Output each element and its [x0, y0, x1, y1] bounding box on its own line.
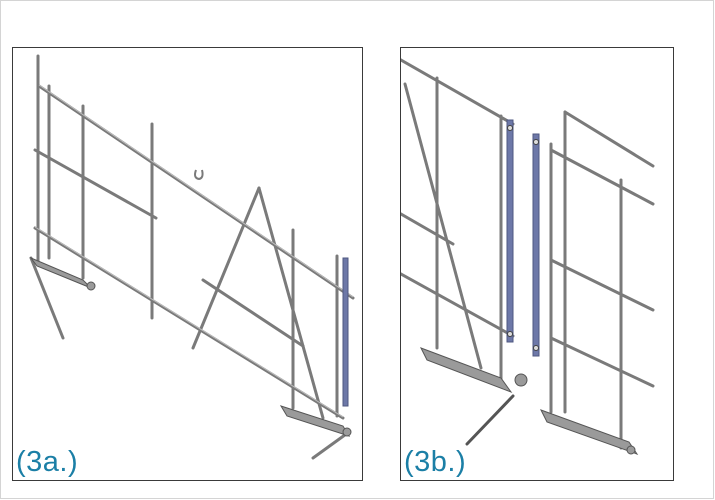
rail-right-4: [549, 336, 655, 388]
fence-panel-drawing-3b: [401, 58, 655, 455]
mesh-fence-3b-right: [549, 110, 655, 450]
feet-3b: [419, 347, 639, 455]
connector-clamp: [342, 257, 349, 407]
top-rail-left: [401, 58, 515, 126]
hook: [194, 169, 204, 181]
mesh-fence-3a: [29, 54, 355, 460]
rail-right-2: [549, 148, 655, 206]
connector-left: [506, 119, 514, 343]
top-rail: [37, 84, 355, 300]
mid-rail-1b: [201, 278, 305, 348]
caption-3b: (3b.): [404, 446, 467, 478]
brace-right-leg: [257, 186, 325, 420]
low-rail-left: [401, 272, 515, 338]
left-strut: [29, 256, 65, 340]
diagonal-strut: [403, 82, 483, 370]
panel-3b: (3b.): [400, 47, 674, 481]
caption-3a: (3a.): [16, 446, 79, 478]
connector-right: [532, 133, 540, 357]
rail-right-3: [549, 258, 655, 312]
feet-3a: [29, 256, 352, 437]
top-rail-right: [563, 110, 655, 168]
right-strut: [311, 430, 351, 460]
mid-rail-left: [401, 212, 455, 246]
panel-3a: (3a.): [12, 47, 363, 481]
mesh-fence-3b-left: [401, 58, 515, 386]
ground-strut: [465, 394, 515, 446]
brace-left-leg: [191, 186, 261, 350]
fence-panel-drawing-3a: [29, 54, 355, 460]
mid-rail-1: [33, 148, 158, 220]
